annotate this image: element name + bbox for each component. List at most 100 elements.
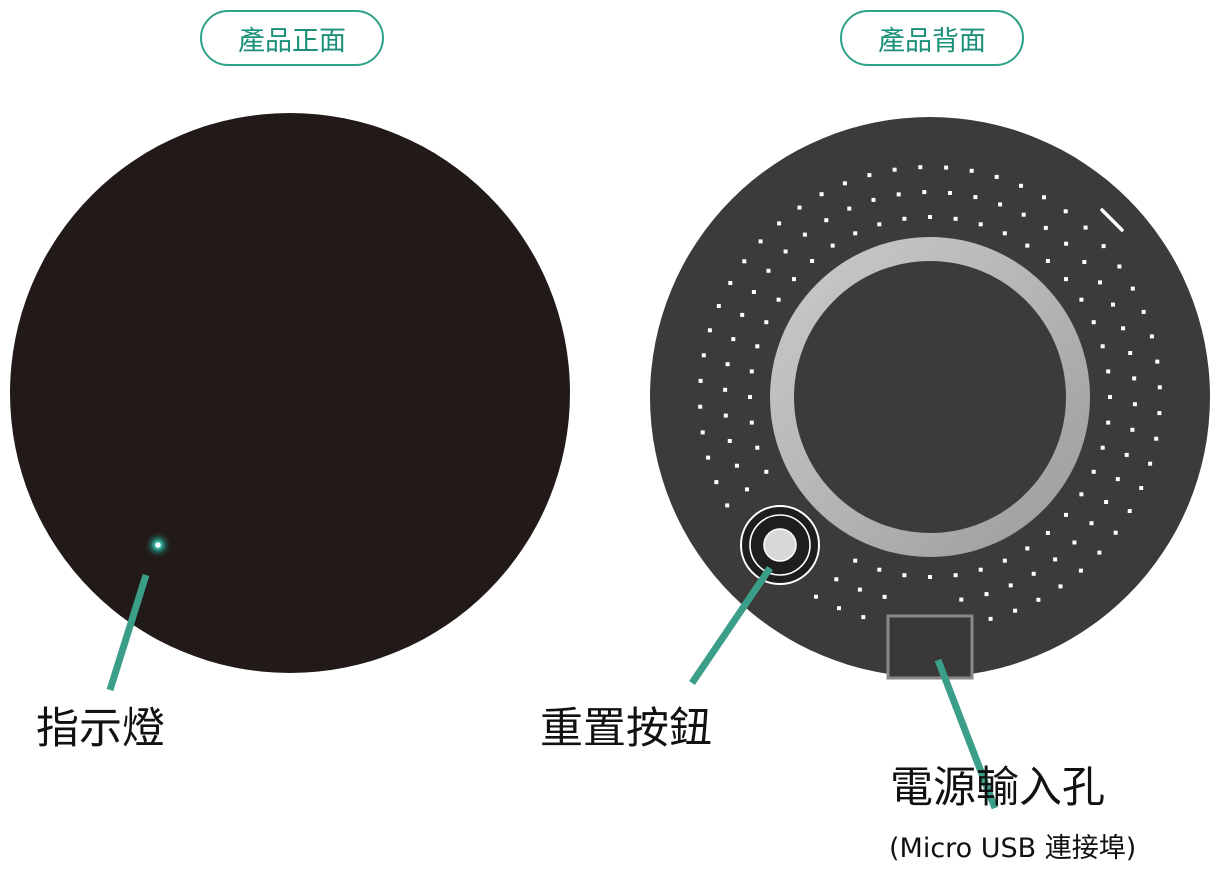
- center-ring: [770, 237, 1090, 557]
- vent-hole: [700, 430, 705, 435]
- vent-hole: [847, 206, 852, 211]
- vent-hole: [834, 577, 839, 582]
- back-view-badge: 產品背面: [840, 10, 1024, 66]
- vent-holes: [698, 165, 1162, 621]
- vent-hole: [882, 594, 887, 599]
- vent-hole: [1079, 297, 1084, 302]
- vent-hole: [1148, 461, 1153, 466]
- vent-hole: [1091, 469, 1096, 474]
- vent-hole: [764, 469, 769, 474]
- vent-hole: [758, 239, 763, 244]
- vent-hole: [742, 259, 747, 264]
- vent-hole: [998, 202, 1003, 207]
- vent-hole: [1139, 486, 1144, 490]
- power-input-label: 電源輸入孔: [890, 763, 1105, 813]
- vent-hole: [1031, 571, 1036, 576]
- vent-hole: [944, 165, 949, 170]
- micro-usb-port: [886, 614, 974, 680]
- vent-hole: [928, 575, 932, 579]
- vent-hole: [1042, 195, 1046, 200]
- vent-hole: [978, 567, 983, 572]
- vent-hole: [853, 558, 858, 563]
- reset-button-label: 重置按鈕: [540, 704, 712, 754]
- vent-hole: [698, 404, 703, 409]
- vent-hole: [1097, 550, 1102, 555]
- vent-hole: [707, 328, 712, 333]
- vent-hole: [749, 420, 754, 425]
- vent-hole: [948, 191, 952, 195]
- vent-hole: [1045, 259, 1050, 263]
- vent-hole: [766, 268, 771, 273]
- vent-hole: [749, 369, 754, 374]
- vent-hole: [1053, 557, 1058, 562]
- vent-hole: [1064, 277, 1068, 282]
- vent-hole: [928, 215, 932, 219]
- vent-hole: [1104, 500, 1109, 504]
- power-leader-line: [934, 658, 999, 810]
- vent-hole: [1106, 420, 1111, 425]
- vent-hole: [1064, 241, 1069, 246]
- vent-hole: [819, 192, 824, 197]
- reset-button-cap[interactable]: [763, 528, 797, 562]
- vent-hole: [777, 221, 782, 226]
- vent-hole: [896, 192, 901, 197]
- vent-hole: [959, 597, 964, 602]
- vent-hole: [731, 337, 736, 342]
- vent-hole: [871, 197, 876, 202]
- vent-hole: [902, 573, 907, 578]
- vent-hole: [1072, 540, 1077, 545]
- front-view-badge: 產品正面: [200, 10, 384, 66]
- vent-hole: [877, 567, 882, 572]
- vent-hole: [973, 195, 978, 200]
- vent-hole: [734, 463, 739, 468]
- vent-hole: [969, 168, 974, 173]
- vent-hole: [725, 503, 730, 508]
- vent-hole: [1002, 558, 1007, 563]
- vent-hole: [755, 445, 760, 450]
- vent-hole: [1124, 452, 1129, 457]
- vent-hole: [716, 304, 721, 308]
- vent-hole: [1113, 530, 1118, 535]
- vent-hole: [1078, 568, 1083, 573]
- vent-hole: [706, 455, 711, 460]
- vent-hole: [918, 165, 923, 170]
- vent-hole: [877, 222, 882, 227]
- vent-hole: [776, 297, 781, 302]
- indicator-led: [155, 542, 161, 548]
- vent-hole: [842, 181, 847, 186]
- vent-hole: [1101, 244, 1106, 249]
- vent-hole: [725, 362, 730, 367]
- vent-hole: [1019, 183, 1023, 188]
- vent-hole: [723, 387, 728, 392]
- vent-hole: [824, 218, 829, 223]
- vent-hole: [1083, 225, 1088, 230]
- vent-hole: [857, 587, 862, 592]
- reset-button[interactable]: [740, 505, 820, 585]
- vent-hole: [1106, 369, 1111, 374]
- vent-hole: [1130, 427, 1135, 432]
- front-view: [10, 113, 570, 692]
- back-view: [650, 117, 1210, 810]
- vent-hole: [1157, 385, 1162, 390]
- vent-hole: [867, 173, 872, 178]
- vent-hole: [1100, 344, 1105, 349]
- reset-leader-line: [689, 566, 773, 685]
- front-body: [10, 113, 570, 673]
- vent-hole: [740, 312, 745, 317]
- vent-hole: [988, 616, 993, 621]
- vent-hole: [1100, 445, 1105, 450]
- vent-hole: [1098, 280, 1102, 285]
- vent-hole: [922, 190, 927, 195]
- vent-hole: [978, 222, 983, 227]
- vent-hole: [837, 606, 841, 611]
- vent-hole: [953, 216, 958, 221]
- vent-hole: [1079, 492, 1084, 497]
- vent-hole: [1128, 351, 1133, 355]
- indicator-label: 指示燈: [36, 704, 165, 754]
- port-type-note: (Micro USB 連接埠): [889, 833, 1137, 864]
- vent-hole: [1021, 212, 1026, 217]
- vent-hole: [783, 249, 788, 254]
- vent-hole: [1132, 376, 1137, 381]
- vent-hole: [1063, 209, 1068, 214]
